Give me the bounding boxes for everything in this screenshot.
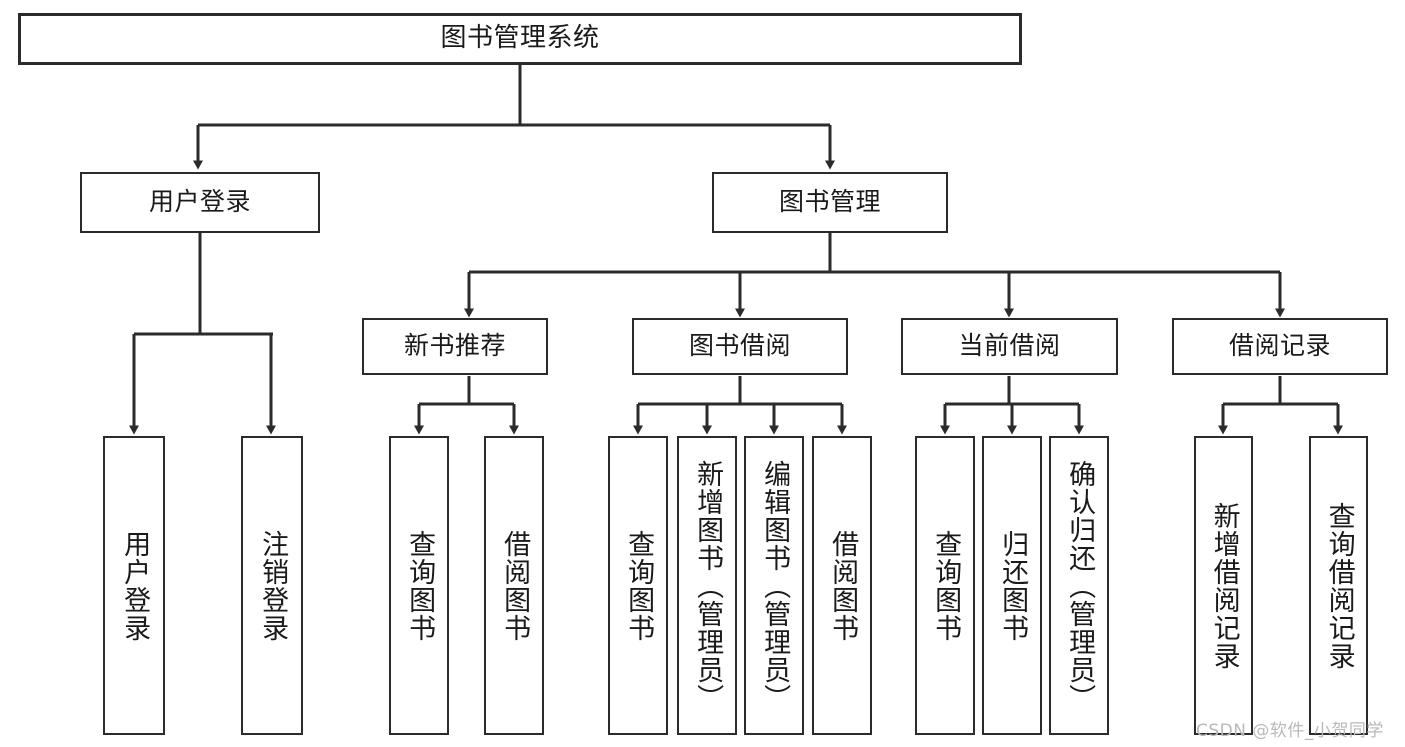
leaf-br-add-record[interactable]: 新增借阅记录 bbox=[1194, 436, 1253, 735]
node-label: 当前借阅 bbox=[958, 331, 1061, 361]
leaf-user-login[interactable]: 用户登录 bbox=[103, 436, 165, 735]
node-label: 借阅记录 bbox=[1228, 331, 1331, 361]
node-book-borrow[interactable]: 图书借阅 bbox=[632, 318, 848, 375]
leaf-br-query-record[interactable]: 查询借阅记录 bbox=[1309, 436, 1368, 735]
node-label: 归还图书 bbox=[997, 529, 1029, 642]
leaf-bb-add-book[interactable]: 新增图书（管理员） bbox=[677, 436, 737, 735]
node-label: 图书管理 bbox=[778, 187, 881, 217]
node-label: 图书借阅 bbox=[688, 331, 791, 361]
node-label: 查询图书 bbox=[623, 529, 655, 642]
node-label: 编辑图书（管理员） bbox=[759, 459, 791, 712]
node-current-borrow[interactable]: 当前借阅 bbox=[901, 318, 1118, 375]
leaf-cb-return-book[interactable]: 归还图书 bbox=[982, 436, 1042, 735]
leaf-bb-lend-book[interactable]: 借阅图书 bbox=[812, 436, 872, 735]
node-book-management[interactable]: 图书管理 bbox=[712, 172, 948, 233]
node-label: 用户登录 bbox=[119, 529, 151, 642]
node-label: 查询图书 bbox=[404, 529, 436, 642]
leaf-nb-query-book[interactable]: 查询图书 bbox=[389, 436, 449, 735]
leaf-cb-query-book[interactable]: 查询图书 bbox=[915, 436, 975, 735]
node-label: 查询图书 bbox=[930, 529, 962, 642]
csdn-watermark: CSDN @软件_小贺同学 bbox=[1196, 721, 1384, 741]
node-label: 新书推荐 bbox=[403, 331, 506, 361]
node-label: 新增借阅记录 bbox=[1208, 501, 1240, 670]
leaf-nb-borrow-book[interactable]: 借阅图书 bbox=[484, 436, 544, 735]
node-label: 新增图书（管理员） bbox=[692, 459, 724, 712]
leaf-bb-edit-book[interactable]: 编辑图书（管理员） bbox=[744, 436, 804, 735]
node-label: 查询借阅记录 bbox=[1323, 501, 1355, 670]
node-root-system[interactable]: 图书管理系统 bbox=[18, 13, 1022, 65]
leaf-cb-confirm-return[interactable]: 确认归还（管理员） bbox=[1049, 436, 1109, 735]
leaf-logout[interactable]: 注销登录 bbox=[241, 436, 303, 735]
node-new-book-recommend[interactable]: 新书推荐 bbox=[362, 318, 548, 375]
node-label: 用户登录 bbox=[148, 187, 251, 217]
leaf-bb-query-book[interactable]: 查询图书 bbox=[608, 436, 668, 735]
node-label: 图书管理系统 bbox=[440, 23, 600, 54]
node-label: 注销登录 bbox=[257, 529, 289, 642]
node-user-login[interactable]: 用户登录 bbox=[80, 172, 320, 233]
node-label: 确认归还（管理员） bbox=[1064, 459, 1096, 712]
node-borrow-record[interactable]: 借阅记录 bbox=[1172, 318, 1388, 375]
node-label: 借阅图书 bbox=[499, 529, 531, 642]
node-label: 借阅图书 bbox=[827, 529, 859, 642]
